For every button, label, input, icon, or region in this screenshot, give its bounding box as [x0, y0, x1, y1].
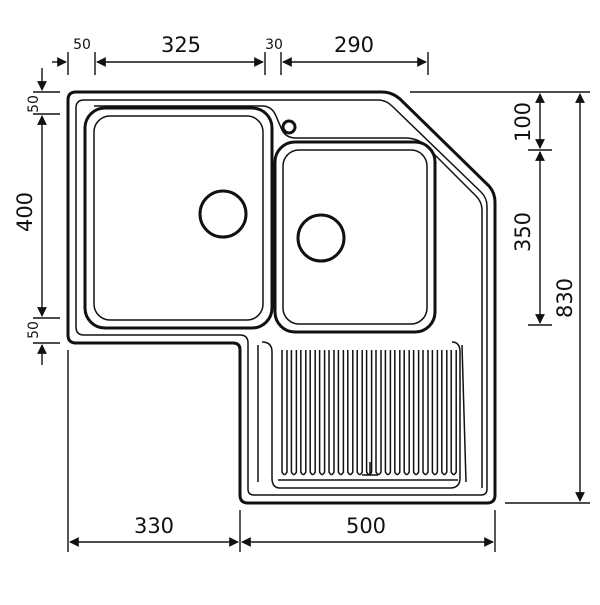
rim-inner-line: [94, 105, 483, 488]
tap-hole-icon: [281, 119, 297, 135]
drainer-groove: [412, 350, 420, 476]
dim-right-mid-segment: 350: [511, 212, 535, 252]
dim-right-top-segment: 100: [511, 102, 535, 142]
drainer-groove: [375, 350, 382, 476]
sink-outline: [66, 90, 497, 505]
drainer-groove: [309, 350, 316, 476]
drainer-grooves: [281, 350, 457, 476]
left-dimensions: 50 400 50: [13, 68, 60, 365]
dim-right-bowl-width: 290: [334, 33, 374, 57]
top-dimensions: 50 325 30 290: [52, 33, 429, 75]
drainer-groove: [356, 350, 363, 476]
right-bowl: [273, 140, 437, 334]
drainer-groove: [441, 350, 448, 476]
left-bowl: [83, 106, 274, 330]
drainer-groove: [318, 350, 326, 476]
drainer-groove: [290, 350, 298, 476]
drainer-groove: [422, 350, 429, 476]
drainer-groove: [365, 350, 373, 476]
dim-left-bowl-depth: 400: [13, 192, 37, 232]
left-drain-icon: [198, 189, 248, 239]
dim-left-bowl-width: 325: [161, 33, 201, 57]
dim-left-bottom-margin: 50: [26, 321, 42, 339]
drainer-groove: [431, 350, 439, 476]
dim-middle-gap: 30: [265, 37, 283, 53]
dim-bottom-right-width: 500: [346, 514, 386, 538]
drainer-groove: [300, 350, 307, 476]
dim-top-left-margin: 50: [73, 37, 91, 53]
right-drain-icon: [296, 213, 346, 263]
bottom-dimensions: 330 500: [67, 350, 496, 552]
dim-bottom-left-width: 330: [134, 514, 174, 538]
dim-left-top-margin: 50: [26, 95, 42, 113]
drainer-groove: [384, 350, 392, 476]
drainer-groove: [328, 350, 335, 476]
drainer-groove: [394, 350, 401, 476]
right-dimensions: 100 350 830: [410, 91, 590, 504]
drainer-board: [257, 341, 467, 489]
drainer-groove: [347, 350, 354, 476]
drainer-groove: [450, 350, 457, 476]
drainer-groove: [281, 350, 288, 476]
drainer-groove: [403, 350, 410, 476]
drainer-groove: [337, 350, 345, 476]
dim-overall-height: 830: [553, 278, 577, 318]
